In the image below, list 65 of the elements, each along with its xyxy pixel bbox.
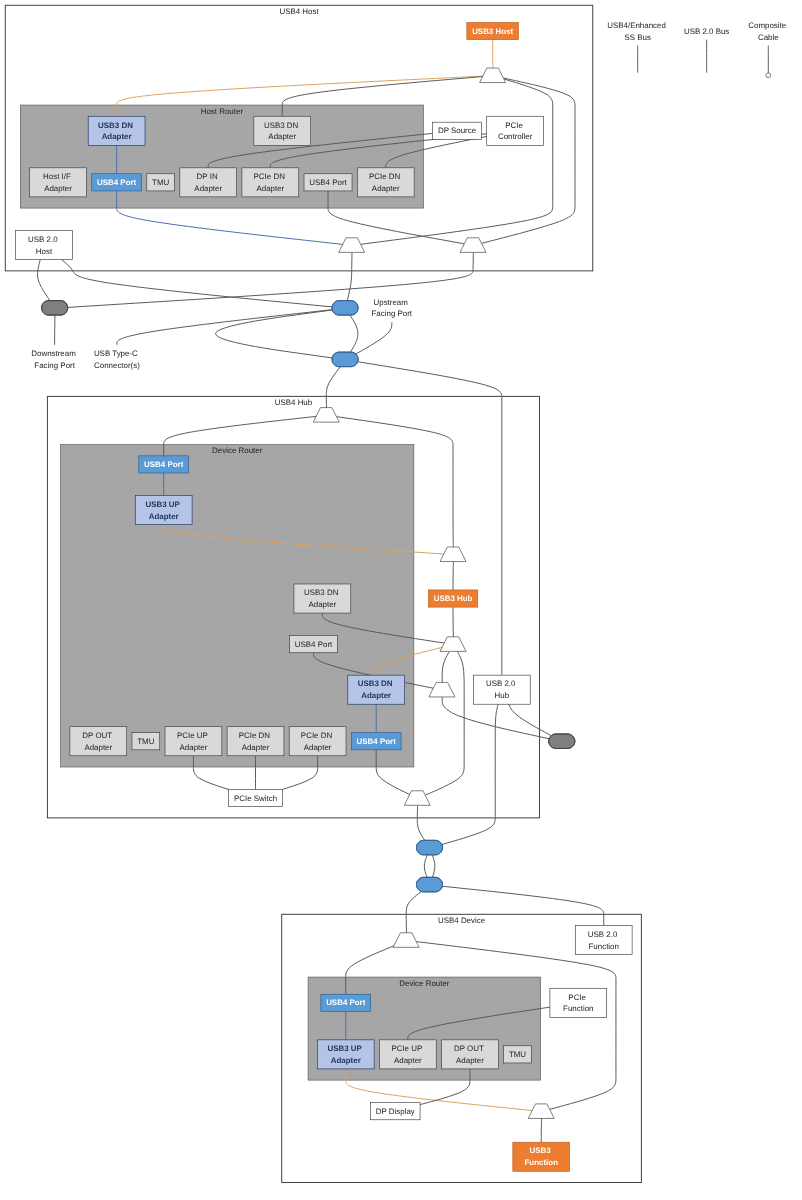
- connector: [327, 190, 466, 245]
- node-trapezoid: [428, 682, 456, 698]
- node-trapezoid: [479, 67, 506, 83]
- connector: [67, 252, 474, 308]
- connector: [321, 612, 446, 644]
- connector: [508, 703, 553, 737]
- connector: [405, 891, 422, 934]
- connector: [431, 854, 436, 879]
- connector: [281, 755, 319, 790]
- connector: [255, 755, 256, 790]
- connector: [325, 366, 341, 409]
- connector: [452, 606, 454, 638]
- connector: [349, 314, 359, 353]
- node-trapezoid: [527, 1103, 555, 1119]
- connector: [345, 1010, 347, 1041]
- connector: [163, 472, 165, 496]
- connector: [61, 259, 333, 308]
- connector: [375, 703, 377, 734]
- connector: [481, 77, 576, 244]
- connector: [207, 132, 434, 169]
- connector: [357, 361, 503, 676]
- connector: [345, 945, 396, 995]
- connector: [424, 651, 465, 796]
- node-trapezoid: [439, 546, 467, 562]
- connector: [637, 45, 639, 74]
- node-trapezoid: [403, 790, 431, 806]
- connector: [407, 1006, 551, 1041]
- connector: [441, 696, 551, 740]
- connector: [419, 1068, 471, 1106]
- connector: [423, 854, 428, 879]
- connector: [37, 259, 51, 302]
- connector: [54, 314, 56, 346]
- node-trapezoid: [392, 932, 420, 948]
- node-ellipse: [765, 72, 772, 79]
- connector: [163, 524, 445, 555]
- connector: [346, 252, 353, 302]
- connector: [706, 39, 708, 74]
- connector: [215, 309, 334, 359]
- connector: [281, 76, 484, 117]
- connector: [442, 885, 605, 927]
- connector: [441, 651, 450, 684]
- connector: [116, 190, 344, 245]
- node-trapezoid: [459, 237, 487, 253]
- connector: [163, 415, 318, 457]
- connector: [116, 309, 333, 346]
- connector: [192, 755, 230, 790]
- connector: [375, 749, 411, 796]
- connector: [345, 1068, 534, 1112]
- connector: [336, 416, 454, 548]
- connector: [375, 646, 444, 676]
- connector: [415, 941, 617, 1110]
- connector: [492, 39, 494, 69]
- connector: [441, 703, 499, 845]
- connector: [116, 75, 484, 117]
- connector: [767, 45, 769, 74]
- node-trapezoid: [312, 407, 340, 423]
- node-trapezoid: [338, 237, 365, 253]
- connector: [116, 144, 118, 175]
- connector: [416, 805, 426, 842]
- connector: [540, 1118, 543, 1143]
- node-trapezoid: [439, 636, 467, 652]
- connector: [360, 78, 554, 245]
- connector: [355, 321, 393, 355]
- connector: [385, 135, 488, 169]
- connector: [452, 561, 454, 591]
